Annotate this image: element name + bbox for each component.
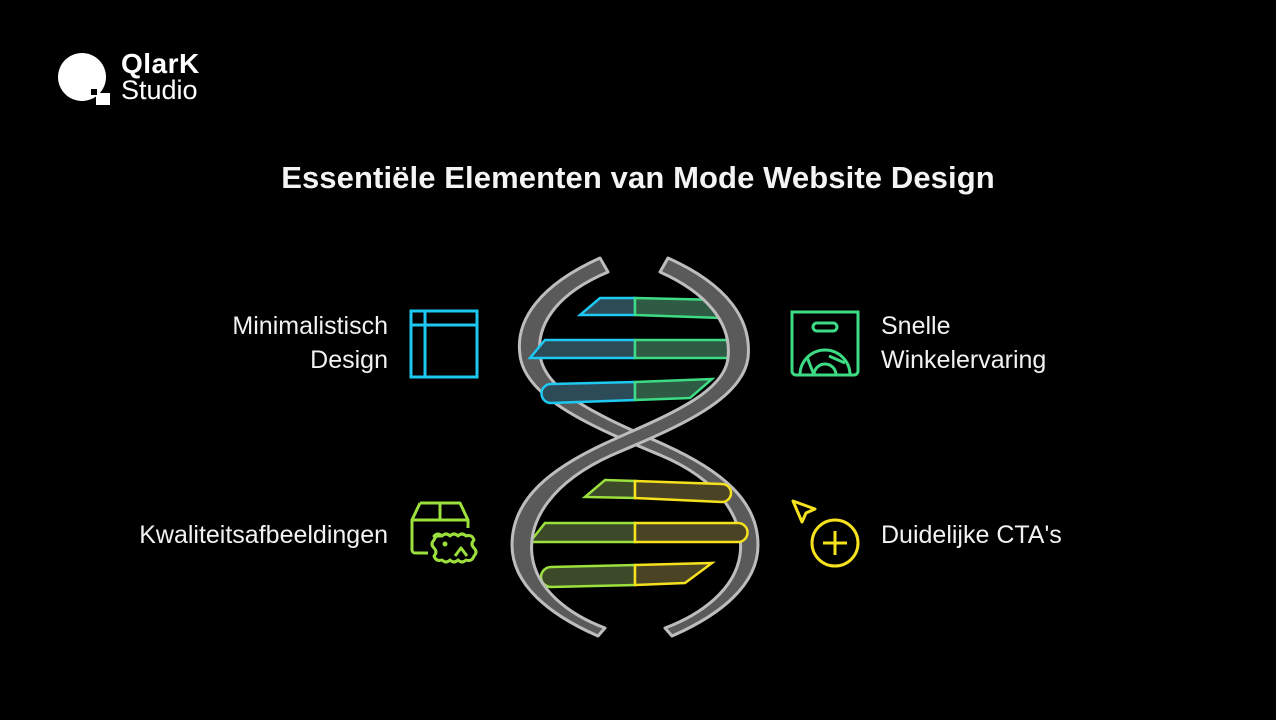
label-line1: Kwaliteitsafbeeldingen	[139, 521, 388, 549]
label-line2: Design	[310, 346, 388, 374]
brand-line1: QlarK	[121, 48, 200, 79]
box-image-icon	[410, 501, 478, 564]
label-line1: Snelle	[881, 312, 951, 340]
label-line1: Minimalistisch	[232, 312, 388, 340]
label-line2: Winkelervaring	[881, 346, 1047, 374]
logo-mark-icon	[58, 53, 110, 105]
base-pairs-top	[527, 296, 749, 405]
label-kwaliteitsafbeeldingen: Kwaliteitsafbeeldingen	[139, 518, 388, 552]
cursor-plus-icon	[791, 499, 860, 568]
label-snelle-winkelervaring: Snelle Winkelervaring	[881, 309, 1046, 377]
brand-logo: QlarK Studio	[58, 50, 218, 110]
layout-grid-icon	[409, 309, 479, 379]
helix-strand-front	[510, 256, 750, 638]
label-duidelijke-ctas: Duidelijke CTA's	[881, 518, 1062, 552]
base-pairs-bottom	[527, 478, 749, 589]
label-line1: Duidelijke CTA's	[881, 521, 1062, 549]
brand-name: QlarK Studio	[121, 50, 200, 104]
page-title: Essentiële Elementen van Mode Website De…	[281, 160, 995, 195]
shopping-bag-speedometer-icon	[790, 310, 860, 377]
label-minimalistisch-design: Minimalistisch Design	[232, 309, 388, 377]
brand-line2: Studio	[121, 75, 198, 105]
